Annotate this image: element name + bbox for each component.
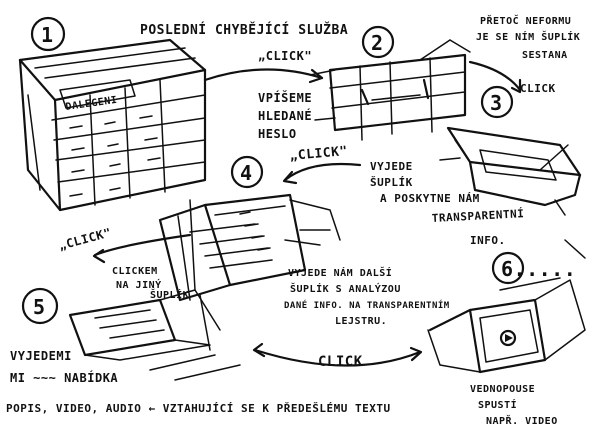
- step-6-number: 6.....: [501, 257, 576, 281]
- note-transparent-line-5: INFO.: [470, 234, 506, 247]
- arrow-1-to-2: [203, 68, 324, 84]
- note-rotate: PŘETOČ NEFORMU JE SE NÍM ŠUPLÍK SESTANA: [476, 14, 580, 61]
- note-menu-line-2: MI ~~~ NABÍDKA: [10, 370, 118, 385]
- note-analysis: VYJEDE NÁM DALŠÍ ŠUPLÍK S ANALÝZOU DANÉ …: [284, 266, 450, 327]
- note-transparent: VYJEDE ŠUPLÍK A POSKYTNE NÁM TRANSPARENT…: [370, 160, 525, 247]
- note-search-line-1: VPÍŠEME: [258, 90, 312, 105]
- step-4-number: 4: [240, 161, 253, 185]
- drawer-frame-sketch: [309, 39, 471, 141]
- note-transparent-line-4: TRANSPARENTNÍ: [431, 207, 524, 225]
- click-label-4: „CLICK": [57, 225, 113, 253]
- note-video-line-1: VEDNOPOUSE: [470, 384, 535, 395]
- arrow-2-to-3: [468, 60, 522, 94]
- note-video: VEDNOPOUSE SPUSTÍ NAPŘ. VIDEO: [470, 384, 558, 427]
- step-3-circle: 3: [480, 85, 514, 119]
- note-menu-line-1: VYJEDEMI: [10, 349, 72, 363]
- note-transparent-line-1: VYJEDE: [370, 160, 413, 173]
- step-3-number: 3: [490, 91, 503, 115]
- click-label-5: CLICK: [318, 354, 363, 370]
- note-video-line-3: NAPŘ. VIDEO: [486, 414, 558, 427]
- note-search: VPÍŠEME HLEDANÉ HESLO: [258, 90, 312, 141]
- note-analysis-line-2: ŠUPLÍK S ANALÝZOU: [290, 282, 401, 295]
- arrow-small-right: [564, 239, 586, 259]
- step-1-number: 1: [41, 23, 54, 47]
- note-transparent-line-2: ŠUPLÍK: [370, 176, 413, 189]
- note-video-line-2: SPUSTÍ: [478, 398, 517, 411]
- note-other-drawer-line-3: ŠUPLÍK: [150, 288, 189, 301]
- step-4-circle: 4: [230, 155, 264, 189]
- click-label-3: „CLICK": [289, 144, 348, 164]
- note-search-line-2: HLEDANÉ: [258, 108, 312, 123]
- arrow-5-to-6: [252, 342, 423, 367]
- diagram-title: POSLEDNÍ CHYBĚJÍCÍ SLUŽBA: [140, 22, 348, 38]
- video-drawer-sketch: [427, 277, 586, 374]
- open-drawer-sketch: [439, 126, 582, 216]
- step-5-circle: 5: [21, 287, 59, 325]
- step-2-circle: 2: [361, 25, 395, 59]
- arrow-4-to-5: [92, 233, 192, 264]
- note-other-drawer-line-2: NA JINÝ: [116, 278, 162, 291]
- note-analysis-line-3: DANÉ INFO. NA TRANSPARENTNÍM: [284, 299, 450, 311]
- note-rotate-line-1: PŘETOČ NEFORMU: [480, 14, 571, 27]
- step-2-number: 2: [371, 31, 384, 55]
- note-rotate-line-3: SESTANA: [522, 50, 568, 61]
- step-6-circle: 6.....: [491, 251, 576, 285]
- note-search-line-3: HESLO: [258, 127, 297, 141]
- click-label-1: „CLICK": [258, 49, 312, 63]
- arrow-3-to-4: [282, 162, 362, 185]
- step-5-number: 5: [33, 295, 46, 319]
- note-other-drawer-line-1: CLICKEM: [112, 266, 158, 277]
- click-label-2: CLICK: [520, 82, 556, 95]
- note-analysis-line-1: VYJEDE NÁM DALŠÍ: [288, 266, 392, 279]
- cabinet-wall-sketch: [18, 38, 207, 212]
- note-rotate-line-2: JE SE NÍM ŠUPLÍK: [476, 30, 580, 43]
- menu-drawer-sketch: [68, 289, 241, 381]
- note-transparent-line-3: A POSKYTNE NÁM: [380, 192, 480, 205]
- note-menu: VYJEDEMI MI ~~~ NABÍDKA: [10, 349, 118, 385]
- note-media-list: POPIS, VIDEO, AUDIO ← VZTAHUJÍCÍ SE K PŘ…: [6, 402, 391, 415]
- note-analysis-line-4: LEJSTRU.: [335, 316, 387, 327]
- analysis-drawer-sketch: [158, 193, 341, 302]
- step-1-circle: 1: [30, 16, 66, 52]
- note-other-drawer: CLICKEM NA JINÝ ŠUPLÍK: [112, 266, 189, 301]
